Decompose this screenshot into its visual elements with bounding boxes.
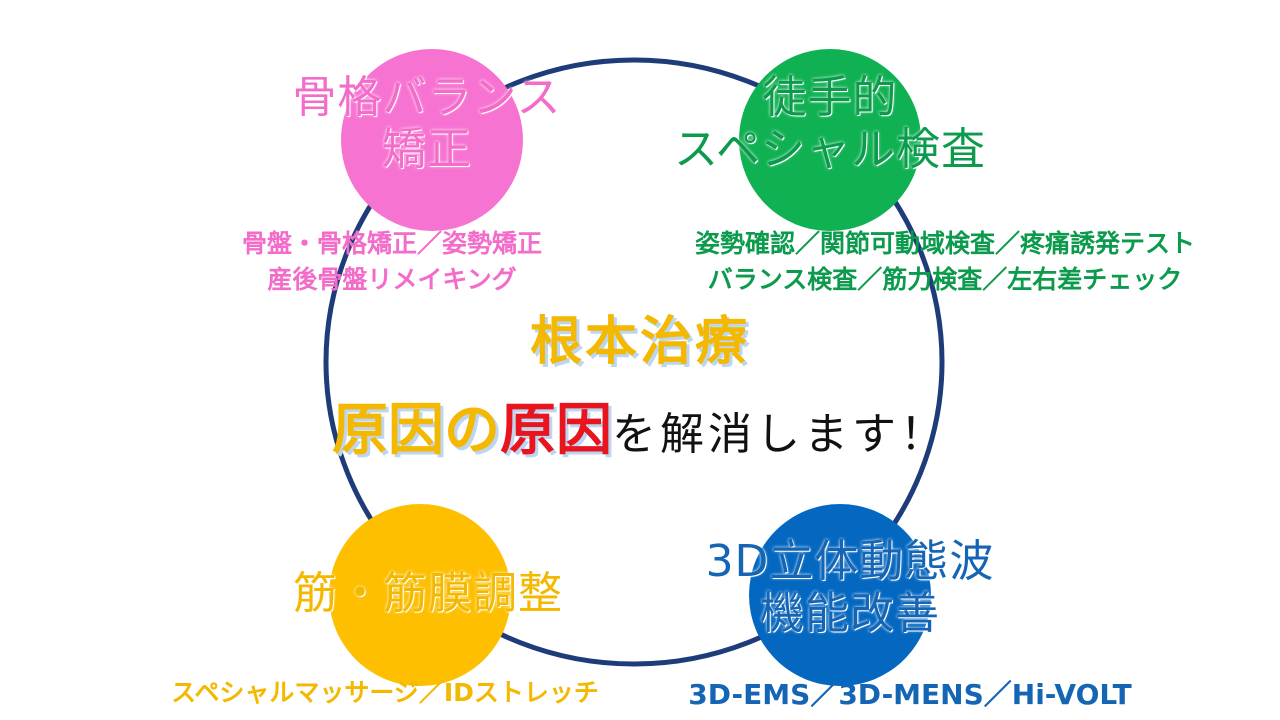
node-green-description: 姿勢確認／関節可動域検査／疼痛誘発テスト バランス検査／筋力検査／左右差チェック bbox=[630, 226, 1260, 299]
node-pink-desc-line-1: 骨盤・骨格矯正／姿勢矯正 bbox=[241, 229, 542, 258]
node-blue-title-line-1: 3D立体動態波 bbox=[705, 536, 995, 587]
node-blue-desc-line-1: 3D-EMS／3D-MENS／Hi-VOLT bbox=[688, 678, 1132, 711]
node-pink-title-line-2: 矯正 bbox=[382, 123, 472, 175]
node-green-title: 徒手的 スペシャル検査 bbox=[640, 72, 1020, 176]
node-pink-title-line-1: 骨格バランス bbox=[292, 72, 562, 123]
node-blue-description: 3D-EMS／3D-MENS／Hi-VOLT bbox=[650, 675, 1170, 716]
center-title: 根本治療 bbox=[529, 312, 750, 372]
node-yellow-desc-line-1: スペシャルマッサージ／IDストレッチ bbox=[171, 678, 599, 707]
node-green-title-line-1: 徒手的 bbox=[762, 72, 898, 123]
node-yellow-description: スペシャルマッサージ／IDストレッチ bbox=[130, 675, 640, 711]
node-pink-desc-line-2: 産後骨盤リメイキング bbox=[267, 265, 517, 295]
node-green-desc-line-2: バランス検査／筋力検査／左右差チェック bbox=[707, 265, 1183, 295]
center-message-part-3: を解消します！ bbox=[612, 409, 948, 460]
circle-yellow bbox=[329, 504, 511, 686]
center-message-part-1: 原因の bbox=[332, 398, 500, 463]
center-message: 原因の原因を解消します！ bbox=[200, 398, 1080, 464]
node-blue-title: 3D立体動態波 機能改善 bbox=[660, 536, 1040, 640]
node-yellow-title-line-1: 筋・筋膜調整 bbox=[293, 568, 563, 619]
node-pink-description: 骨盤・骨格矯正／姿勢矯正 産後骨盤リメイキング bbox=[197, 226, 587, 299]
node-green-desc-line-1: 姿勢確認／関節可動域検査／疼痛誘発テスト bbox=[694, 229, 1195, 258]
node-yellow-title: 筋・筋膜調整 bbox=[268, 568, 588, 620]
node-blue-title-line-2: 機能改善 bbox=[760, 587, 940, 639]
circle-pink bbox=[341, 49, 523, 231]
circle-blue bbox=[749, 504, 931, 686]
node-pink-title: 骨格バランス 矯正 bbox=[262, 72, 592, 176]
node-green-title-line-2: スペシャル検査 bbox=[674, 123, 986, 175]
circle-green bbox=[739, 49, 921, 231]
main-ring bbox=[323, 57, 945, 667]
center-message-part-2: 原因 bbox=[500, 398, 612, 463]
